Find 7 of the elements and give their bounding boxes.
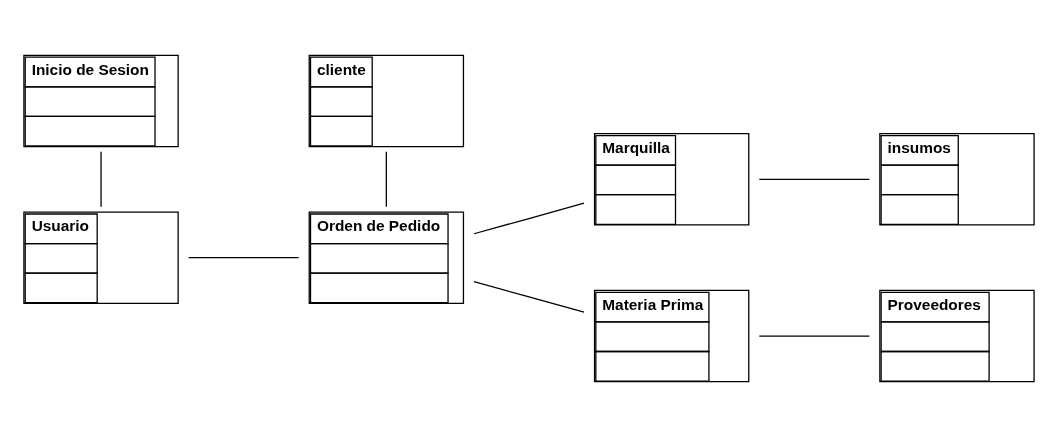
connector bbox=[385, 151, 387, 208]
connector bbox=[473, 281, 585, 313]
connector bbox=[100, 151, 102, 208]
connector bbox=[758, 178, 870, 180]
connector bbox=[758, 335, 870, 337]
connector bbox=[188, 257, 300, 259]
connector bbox=[473, 202, 585, 235]
